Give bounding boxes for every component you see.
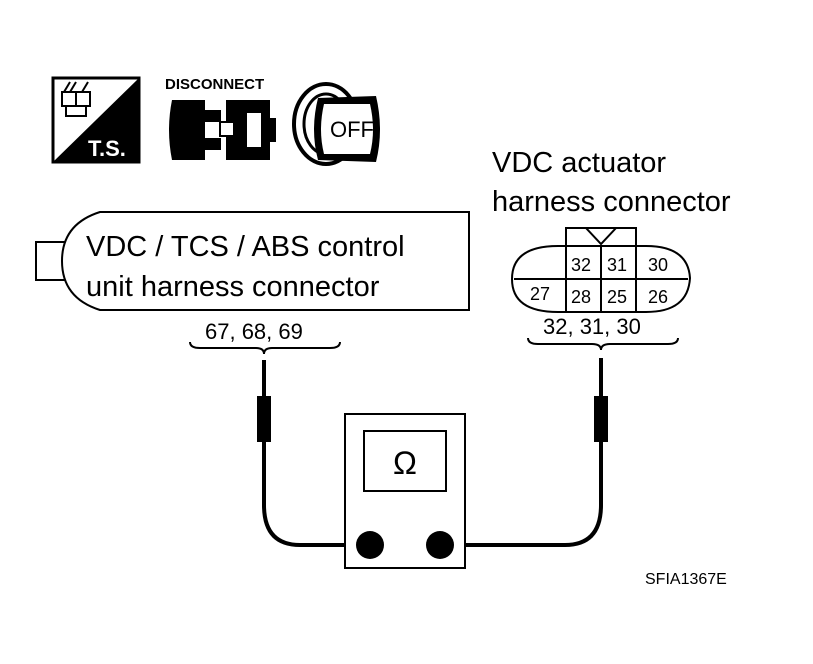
actuator-connector: VDC actuator harness connector 32 31 30 … bbox=[492, 147, 731, 351]
ohmmeter: Ω bbox=[344, 413, 466, 569]
control-unit-pins: 67, 68, 69 bbox=[205, 319, 303, 344]
cavity-31: 31 bbox=[607, 255, 627, 275]
control-unit-connector: VDC / TCS / ABS control unit harness con… bbox=[35, 211, 470, 355]
control-unit-label-line1: VDC / TCS / ABS control bbox=[86, 231, 405, 263]
disconnect-icon: DISCONNECT bbox=[165, 76, 276, 160]
actuator-pins: 32, 31, 30 bbox=[543, 314, 641, 339]
disconnect-label: DISCONNECT bbox=[165, 76, 264, 93]
ohm-symbol: Ω bbox=[393, 445, 417, 481]
cavity-32: 32 bbox=[571, 255, 591, 275]
ignition-off-icon: OFF bbox=[292, 82, 380, 166]
left-test-lead bbox=[257, 360, 365, 547]
actuator-label-line1: VDC actuator bbox=[492, 147, 666, 179]
cavity-28: 28 bbox=[571, 287, 591, 307]
ts-icon: T.S. bbox=[51, 76, 141, 164]
right-test-lead bbox=[440, 358, 608, 547]
ts-label: T.S. bbox=[88, 136, 126, 161]
control-unit-label-line2: unit harness connector bbox=[86, 271, 380, 303]
key-off-label: OFF bbox=[330, 117, 374, 142]
figure-id: SFIA1367E bbox=[645, 571, 727, 588]
meter-terminal-left bbox=[356, 531, 384, 559]
cavity-26: 26 bbox=[648, 287, 668, 307]
cavity-30: 30 bbox=[648, 255, 668, 275]
cavity-27: 27 bbox=[530, 284, 550, 304]
cavity-25: 25 bbox=[607, 287, 627, 307]
meter-terminal-right bbox=[426, 531, 454, 559]
actuator-label-line2: harness connector bbox=[492, 186, 731, 218]
